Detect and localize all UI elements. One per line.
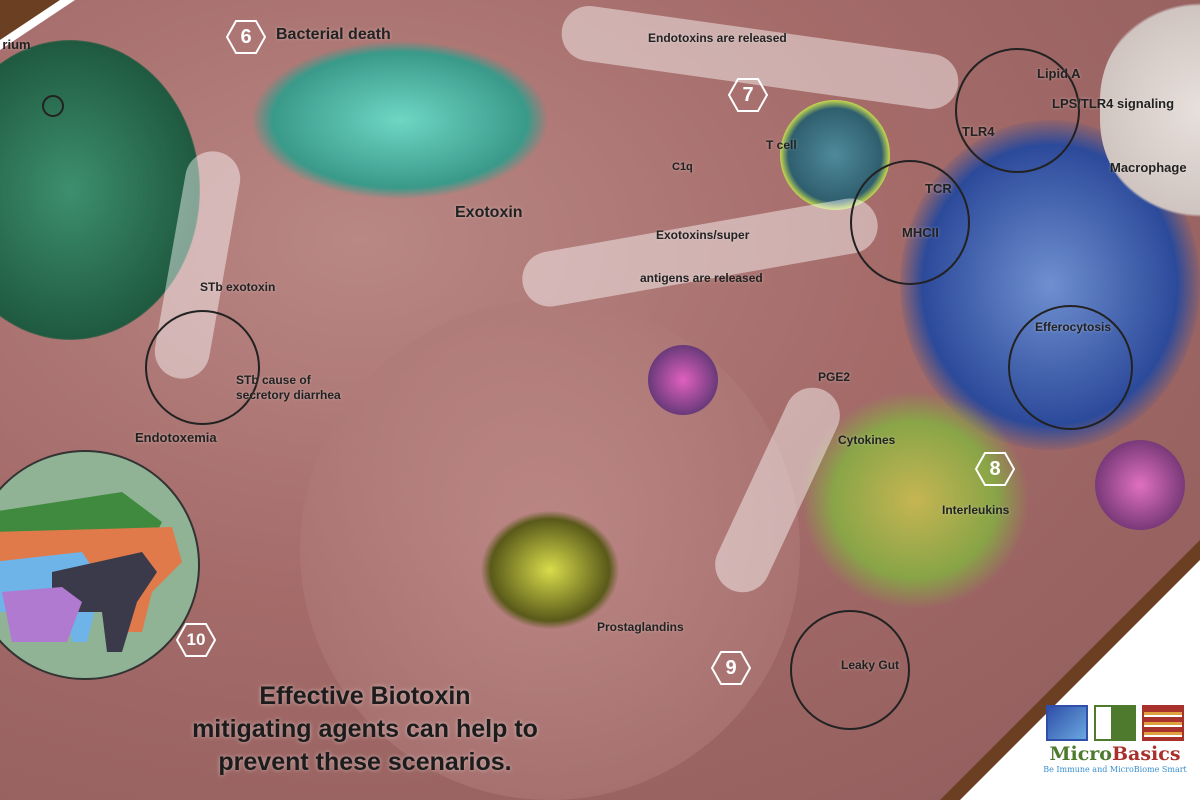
label-stb-cause-line2: secretory diarrhea bbox=[236, 388, 341, 402]
cytokine-cloud bbox=[800, 390, 1030, 610]
label-endotoxemia: Endotoxemia bbox=[135, 430, 217, 445]
step-number: 10 bbox=[186, 630, 206, 649]
tlr4-ring bbox=[955, 48, 1080, 173]
label-stb-exotoxin: STb exotoxin bbox=[200, 280, 276, 294]
label-endotoxins-released: Endotoxins are released bbox=[648, 31, 787, 45]
label-leaky-gut: Leaky Gut bbox=[841, 658, 900, 672]
label-tcr: TCR bbox=[925, 181, 952, 196]
label-lps-tlr4: LPS/TLR4 signaling bbox=[1052, 96, 1175, 111]
step-7-badge: 7 bbox=[728, 78, 768, 112]
label-lipid-a: Lipid A bbox=[1037, 66, 1081, 81]
soil-layers-icon bbox=[1142, 705, 1184, 741]
label-stb-cause-line1: STb cause of bbox=[236, 373, 311, 387]
step-6-badge: 6 bbox=[226, 20, 266, 54]
step-9-badge: 9 bbox=[711, 651, 751, 685]
leaky-gut-ring bbox=[790, 610, 910, 730]
hexagon-icon bbox=[226, 20, 266, 54]
label-macrophage: Macrophage bbox=[1110, 160, 1187, 175]
immune-cell-purple bbox=[648, 345, 718, 415]
hexagon-icon bbox=[711, 651, 751, 685]
label-bacterium: Bacterium bbox=[2, 37, 31, 52]
label-bacterial-death: Bacterial death bbox=[276, 26, 391, 43]
label-pge2: PGE2 bbox=[818, 370, 851, 384]
label-exotoxin: Exotoxin bbox=[455, 204, 523, 221]
step-number: 6 bbox=[240, 25, 252, 48]
headline-line2: mitigating agents can help to bbox=[192, 715, 538, 743]
tcr-mhcii-ring bbox=[850, 160, 970, 285]
label-exotoxins-line1: Exotoxins/super bbox=[656, 228, 750, 242]
step-number: 7 bbox=[742, 83, 754, 106]
efferocytosis-ring bbox=[1008, 305, 1133, 430]
plant-icon bbox=[1094, 705, 1136, 741]
headline-line1: Effective Biotoxin bbox=[259, 682, 471, 710]
immune-cell-magenta bbox=[1095, 440, 1185, 530]
step-10-badge: 10 bbox=[176, 623, 216, 657]
label-cytokines: Cytokines bbox=[838, 433, 896, 447]
prostaglandin-cluster bbox=[480, 510, 620, 630]
label-t-cell: T cell bbox=[766, 138, 797, 152]
logo-name-basics: Basics bbox=[1111, 743, 1181, 765]
step-8-badge: 8 bbox=[975, 452, 1015, 486]
livestock-circle bbox=[0, 450, 200, 680]
logo-tagline: Be Immune and MicroBiome Smart bbox=[1043, 765, 1187, 774]
label-prostaglandins: Prostaglandins bbox=[597, 620, 684, 634]
hexagon-icon bbox=[975, 452, 1015, 486]
logo-name-micro: Micro bbox=[1049, 743, 1112, 765]
step-number: 9 bbox=[725, 656, 737, 679]
label-tlr4: TLR4 bbox=[962, 124, 995, 139]
headline-line3: prevent these scenarios. bbox=[218, 748, 512, 776]
step-number: 8 bbox=[989, 457, 1001, 480]
label-interleukins: Interleukins bbox=[942, 503, 1010, 517]
label-exotoxins-line2: antigens are released bbox=[640, 271, 763, 285]
label-efferocytosis: Efferocytosis bbox=[1035, 320, 1112, 334]
microbasics-logo: MicroBasics Be Immune and MicroBiome Sma… bbox=[1040, 705, 1190, 774]
wave-icon bbox=[1046, 705, 1088, 741]
dying-bacteria bbox=[250, 40, 550, 200]
headline: Effective Biotoxin mitigating agents can… bbox=[130, 680, 600, 779]
label-mhcii: MHCII bbox=[902, 225, 939, 240]
bacterium-cluster bbox=[0, 40, 200, 340]
hexagon-icon bbox=[728, 78, 768, 112]
stb-ring bbox=[145, 310, 260, 425]
bacterium-ring bbox=[42, 95, 64, 117]
label-c1q: C1q bbox=[672, 161, 693, 173]
livestock-silhouettes-icon bbox=[0, 492, 182, 652]
hexagon-icon bbox=[176, 623, 216, 657]
